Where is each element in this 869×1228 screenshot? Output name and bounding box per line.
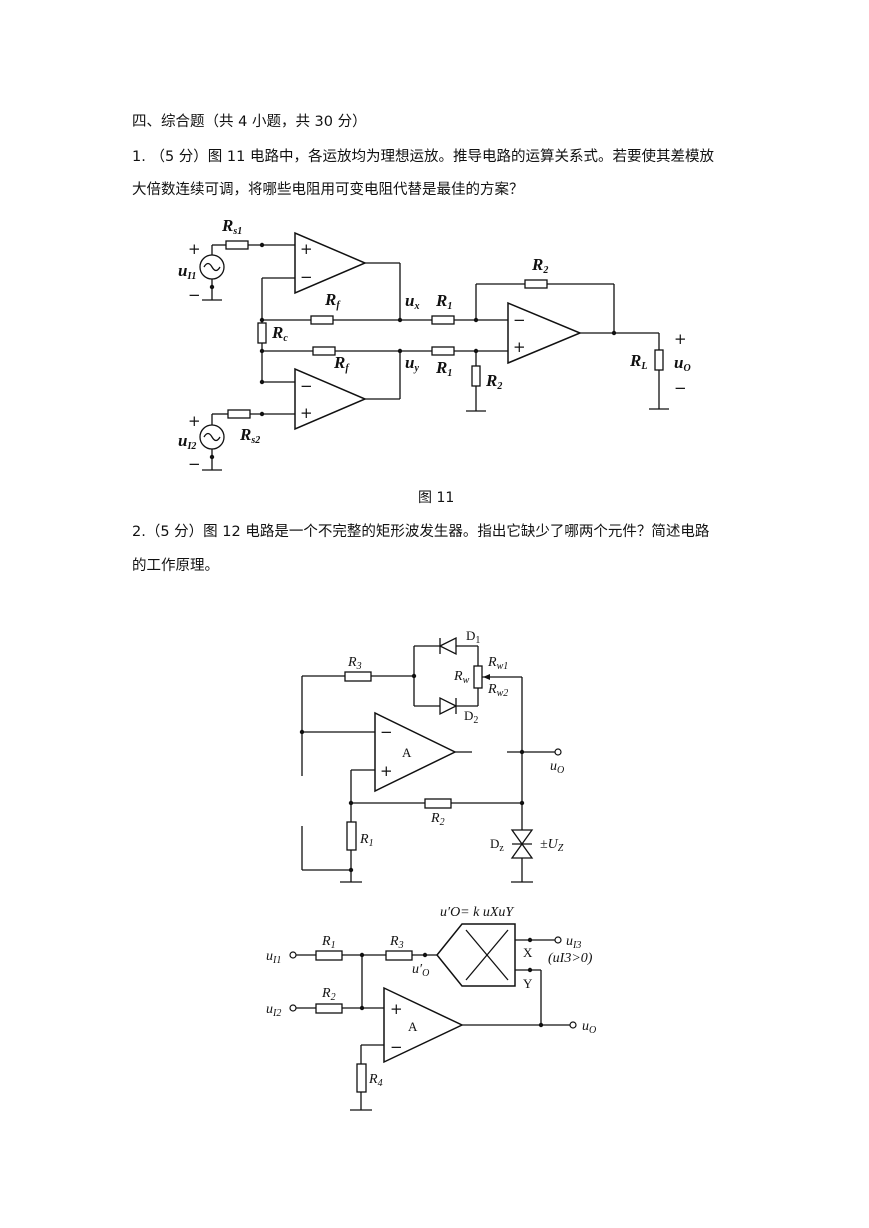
label-r3: R3 [389,934,404,951]
label-r4: R4 [368,1072,383,1089]
label-x: X [523,945,533,960]
opamp-a1 [294,231,367,295]
svg-text:−: − [674,379,687,397]
resistor-rc [257,322,267,344]
svg-text:−: − [390,1038,403,1056]
resistor-r4 [356,1063,367,1093]
label-ui3-condition: (uI3>0) [548,951,593,966]
opamp-a [374,711,457,793]
label-r1: R1 [321,934,336,951]
opamp-a3 [507,301,582,365]
label-y: Y [523,976,533,991]
label-ui1: uI1 [266,949,281,966]
label-rf-bottom: Rf [333,353,350,374]
svg-text:+: + [188,412,201,430]
svg-text:−: − [513,311,526,329]
resistor-r2 [315,1003,343,1014]
multiplier-block [436,923,516,987]
label-r2: R2 [321,986,336,1003]
svg-text:−: − [380,723,393,741]
svg-text:+: + [380,762,393,780]
label-uo: uO [550,759,564,776]
label-uz: ±UZ [540,837,564,854]
label-r1-top: R1 [435,291,452,312]
label-r3: R3 [347,655,362,672]
question-1-line-2: 大倍数连续可调，将哪些电阻用可变电阻代替是最佳的方案？ [132,182,524,198]
opamp-a [383,986,464,1064]
label-rw: Rw [453,669,470,686]
svg-text:+: + [188,240,201,258]
svg-text:+: + [390,1000,403,1018]
label-r1: R1 [359,832,374,849]
label-rs1: Rs1 [221,216,242,237]
label-uy: uy [405,353,419,374]
label-ui1: uI1 [178,261,196,282]
label-rw2: Rw2 [487,682,508,699]
label-amp: A [408,1019,418,1034]
label-rl: RL [629,351,647,372]
label-rw1: Rw1 [487,655,508,672]
label-ui2: uI2 [178,431,196,452]
svg-text:+: + [300,240,313,258]
label-ui2: uI2 [266,1002,281,1019]
figure-11-caption: 图 11 [418,490,455,506]
label-formula: u′O= k uXuY [440,905,515,920]
svg-text:−: − [188,455,201,473]
section-title: 四、综合题（共 4 小题，共 30 分） [132,114,367,130]
label-ux: ux [405,291,419,312]
label-uo: uO [674,353,691,374]
label-rf-top: Rf [324,290,341,311]
label-rs2: Rs2 [239,425,260,446]
label-rc: Rc [271,323,288,344]
svg-text:−: − [300,377,313,395]
label-d1: D1 [466,628,480,646]
opamp-a2 [294,367,367,431]
resistor-r1 [315,950,343,961]
question-2-line-1: 2.（5 分）图 12 电路是一个不完整的矩形波发生器。指出它缺少了哪两个元件？… [132,524,710,540]
svg-text:+: + [300,404,313,422]
label-r2-bottom: R2 [485,371,502,392]
label-d2: D2 [464,708,478,726]
question-1-line-1: 1. （5 分）图 11 电路中，各运放均为理想运放。推导电路的运算关系式。若要… [132,149,714,165]
svg-text:−: − [300,268,313,286]
zener-diode-dz [510,829,534,846]
resistor-r3 [385,950,413,961]
label-uo-prime: u′O [412,962,429,979]
diode-d2 [439,696,458,716]
question-2-line-2: 的工作原理。 [132,558,219,574]
svg-text:+: + [674,330,687,348]
label-ui3: uI3 [566,934,581,951]
label-uo: uO [582,1019,596,1036]
svg-text:+: + [513,338,526,356]
label-amp: A [402,745,412,760]
label-r2-top: R2 [531,255,548,276]
label-dz: Dz [490,836,504,854]
svg-text:−: − [188,286,201,304]
label-r1-bottom: R1 [435,358,452,379]
label-r2: R2 [430,811,445,828]
